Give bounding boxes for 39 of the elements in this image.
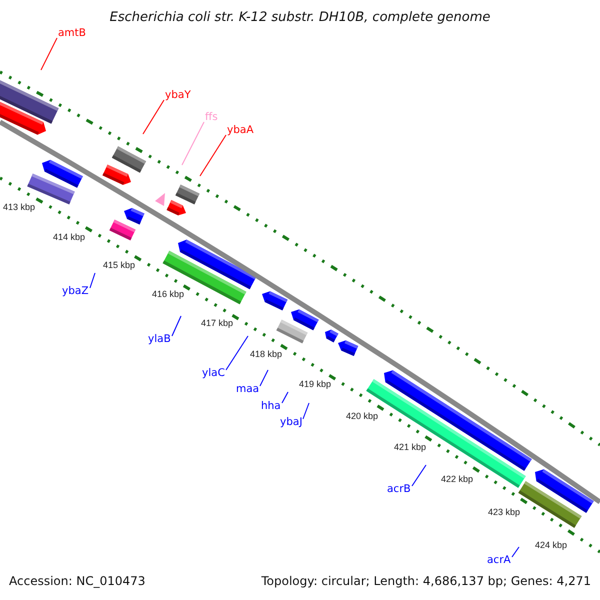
tick-label: 414 kbp xyxy=(53,233,86,242)
leader-line xyxy=(512,546,520,558)
tick-label: 413 kbp xyxy=(3,203,36,212)
gene-label: hha xyxy=(261,401,281,412)
tick-label: 420 kbp xyxy=(346,412,378,421)
gene-label: ybaZ xyxy=(62,286,89,296)
leader-line xyxy=(302,402,310,420)
gene-label: ylaC xyxy=(202,368,225,378)
tick-label: 423 kbp xyxy=(488,508,520,517)
leader-line xyxy=(40,38,58,70)
leader-line xyxy=(182,122,204,166)
tick-label: 418 kbp xyxy=(250,350,282,359)
leader-line xyxy=(142,100,164,134)
gene-label: maa xyxy=(236,384,260,394)
gene-label: ybaY xyxy=(165,90,191,100)
leader-line xyxy=(172,316,182,336)
leader-line xyxy=(226,336,248,370)
tick-label: 417 kbp xyxy=(201,319,234,328)
leader-line xyxy=(412,464,426,486)
gene-label: ybaJ xyxy=(280,417,302,428)
tick-label: 421 kbp xyxy=(394,443,426,452)
tick-label: 416 kbp xyxy=(152,290,184,299)
tick-label: 424 kbp xyxy=(535,541,568,550)
accession-text: Accession: NC_010473 xyxy=(9,575,146,587)
leader-line xyxy=(282,392,288,404)
tick-label: 415 kbp xyxy=(103,261,136,270)
gene-label: acrB xyxy=(387,484,411,494)
gene-label: acrA xyxy=(487,555,511,566)
leader-line xyxy=(200,134,226,176)
leader-line xyxy=(90,272,96,288)
diagram-title: Escherichia coli str. K-12 substr. DH10B, complete genome xyxy=(108,11,492,24)
gene-label: ybaA xyxy=(227,125,254,136)
genome-summary: Topology: circular; Length: 4,686,137 bp; Genes: 4,271 xyxy=(261,575,591,587)
gene-label: amtB xyxy=(58,28,86,38)
gene-label: ylaB xyxy=(148,334,171,344)
tick-label: 419 kbp xyxy=(299,380,332,389)
tick-label: 422 kbp xyxy=(441,475,474,484)
leader-line xyxy=(260,370,268,386)
gene-label: ffs xyxy=(205,112,218,122)
